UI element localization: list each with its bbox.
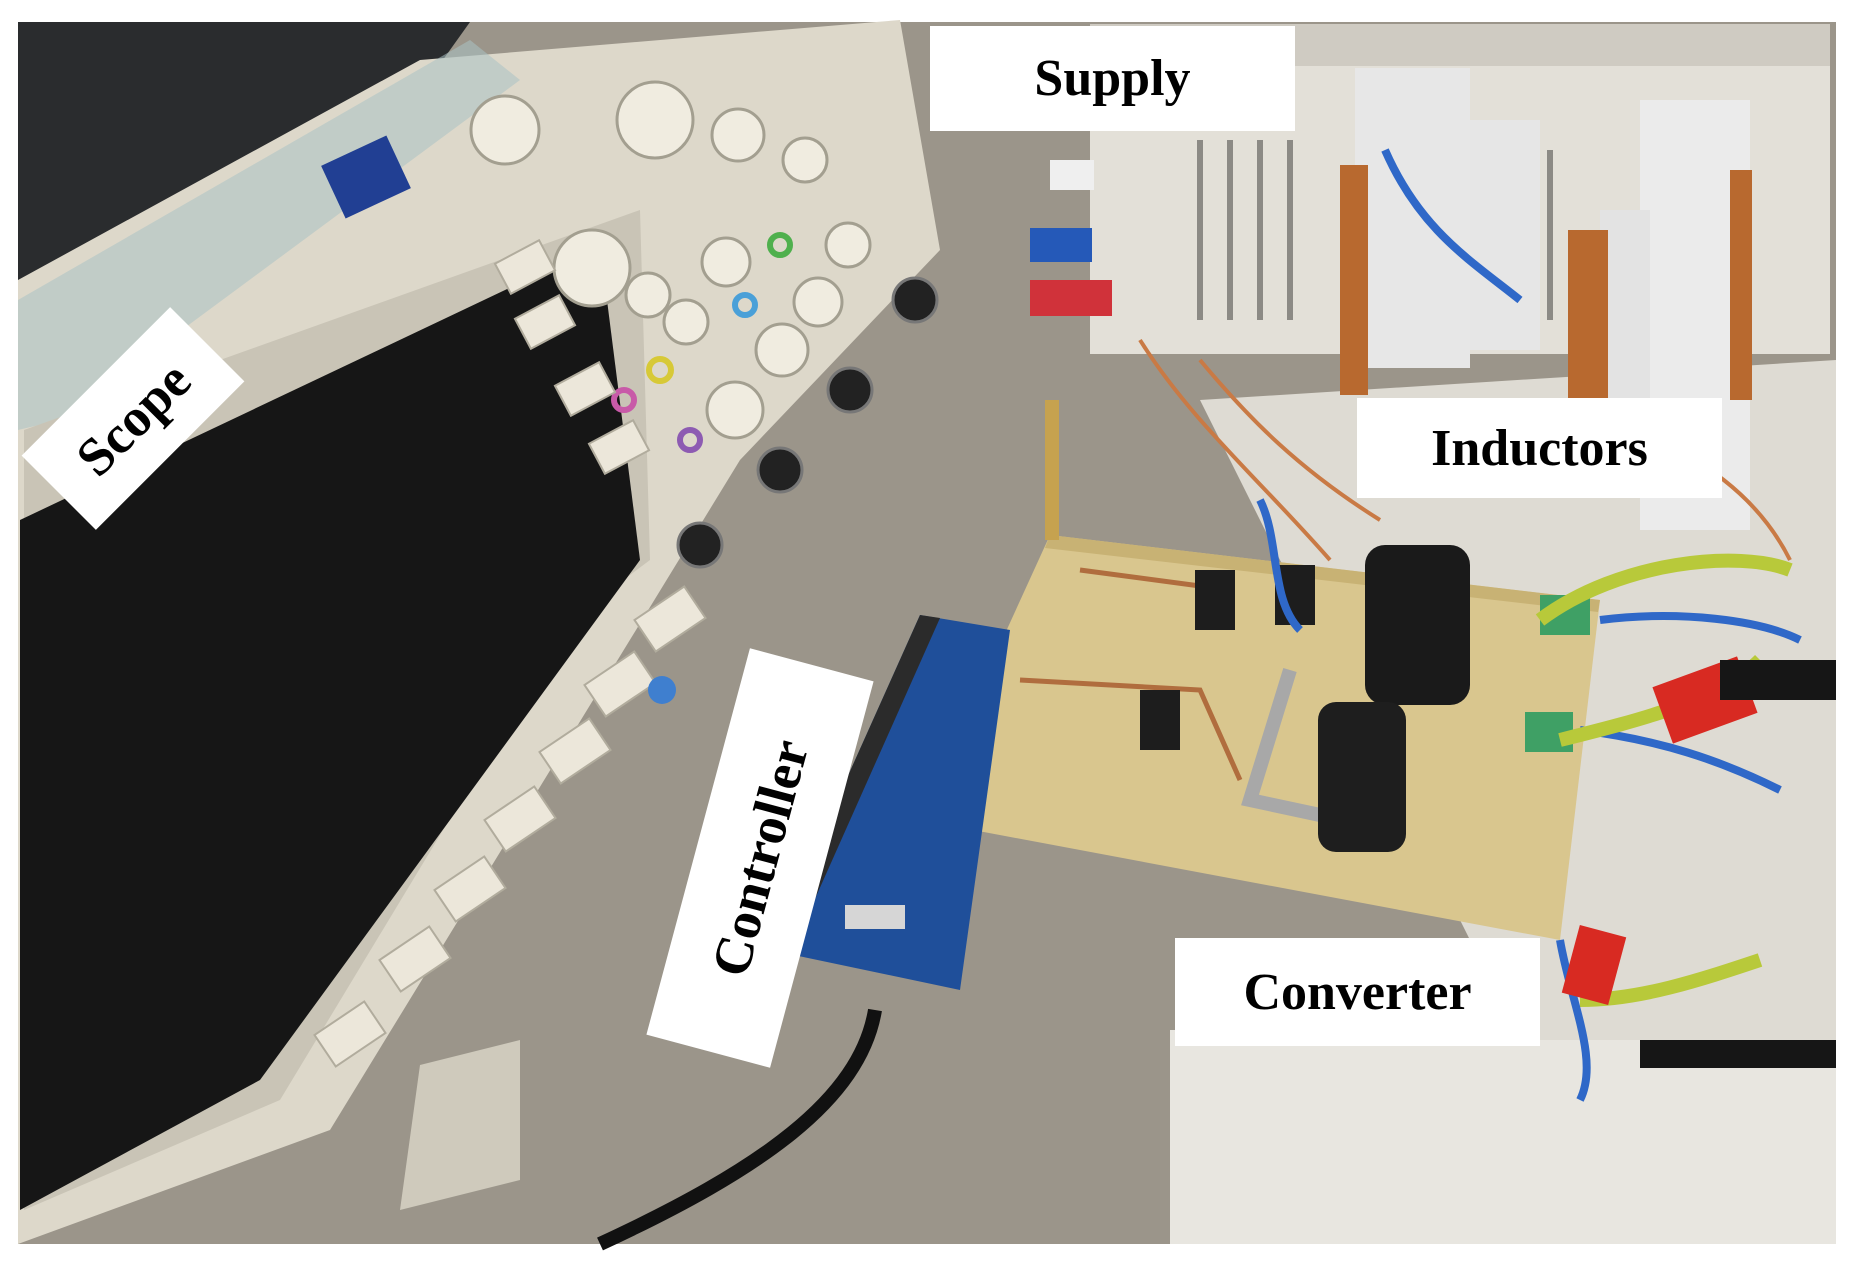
oscilloscope <box>18 20 940 1244</box>
converter-label: Converter <box>1175 938 1540 1046</box>
inductors-label: Inductors <box>1357 398 1722 498</box>
supply-label: Supply <box>930 26 1295 131</box>
